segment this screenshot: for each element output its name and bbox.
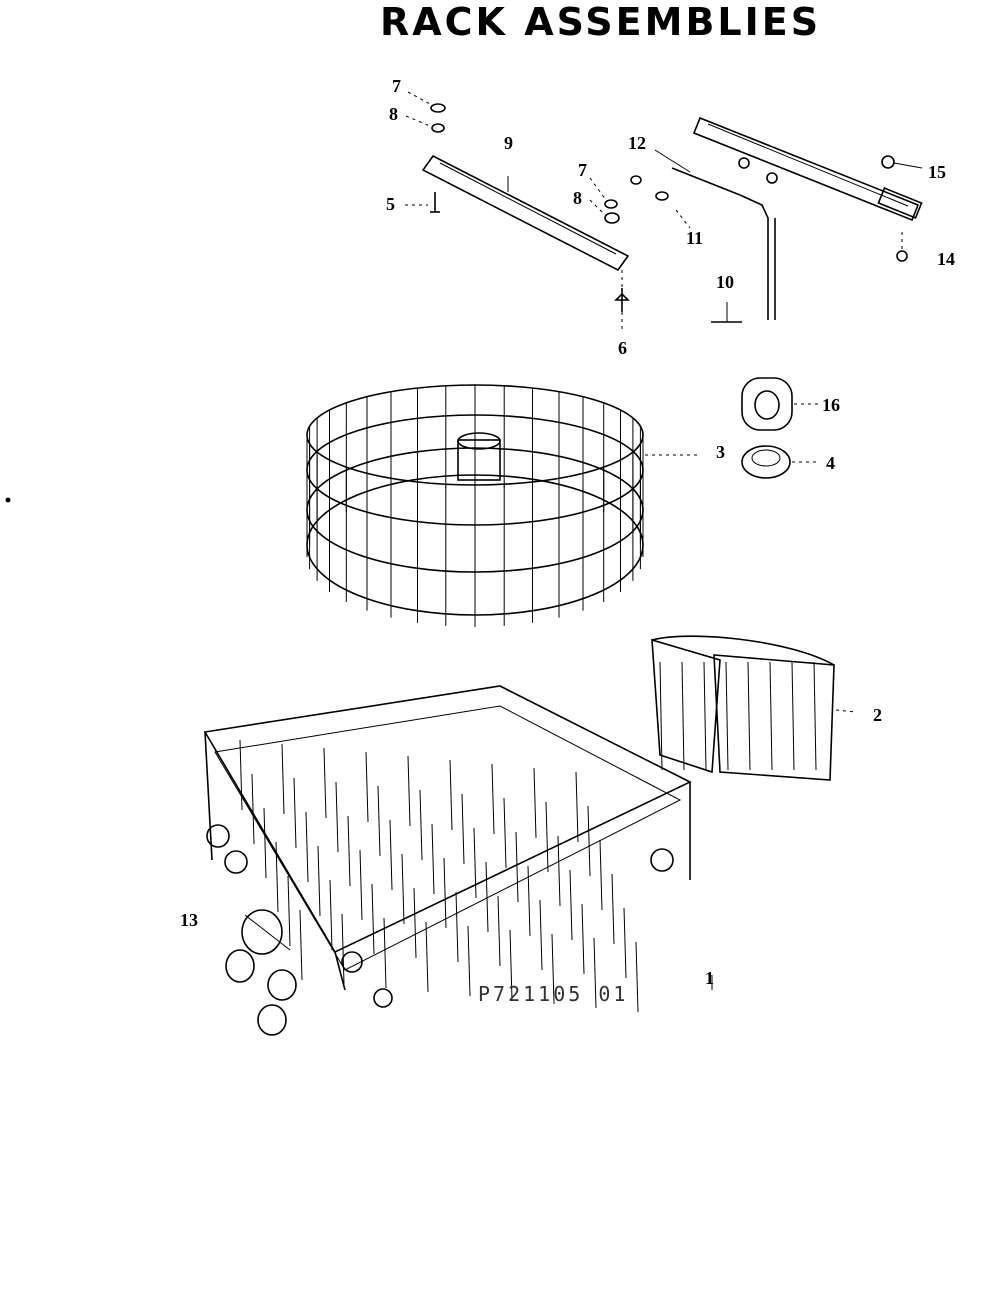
callout-1: 1 (705, 968, 714, 988)
knob-4 (741, 445, 816, 479)
margin-mark (5, 497, 11, 503)
callout-8-mid: 8 (573, 188, 582, 208)
diagram-title: RACK ASSEMBLIES (380, 0, 822, 44)
drawing-code: P721105 01 (478, 982, 629, 1006)
callout-15: 15 (928, 162, 946, 182)
callout-10: 10 (716, 272, 734, 292)
bolt-part (614, 270, 630, 332)
callout-13: 13 (180, 910, 198, 930)
rack-wheel-assembly (225, 909, 297, 1036)
callout-2: 2 (873, 705, 882, 725)
callout-12: 12 (628, 133, 646, 153)
hardware-top-left (405, 91, 446, 133)
callout-6: 6 (618, 338, 627, 358)
callout-3: 3 (716, 442, 725, 462)
upper-rail-right (692, 116, 923, 262)
stud-part (405, 192, 440, 213)
callout-8-top: 8 (389, 104, 398, 124)
silverware-basket (651, 635, 857, 781)
callout-4: 4 (826, 453, 835, 473)
callout-16: 16 (822, 395, 840, 415)
callout-5: 5 (386, 194, 395, 214)
upper-rack-basket (306, 384, 700, 627)
clip-parts (630, 149, 778, 229)
callout-7-top: 7 (392, 76, 401, 96)
callout-14: 14 (937, 249, 955, 269)
callout-11: 11 (686, 228, 704, 248)
callout-7-mid: 7 (578, 160, 587, 180)
callout-9: 9 (504, 133, 513, 153)
lower-rack (203, 685, 692, 1013)
rack-slide-rail-part (421, 154, 630, 272)
hardware-mid (589, 177, 620, 224)
arm-part (711, 194, 776, 323)
knob-16 (741, 377, 818, 431)
